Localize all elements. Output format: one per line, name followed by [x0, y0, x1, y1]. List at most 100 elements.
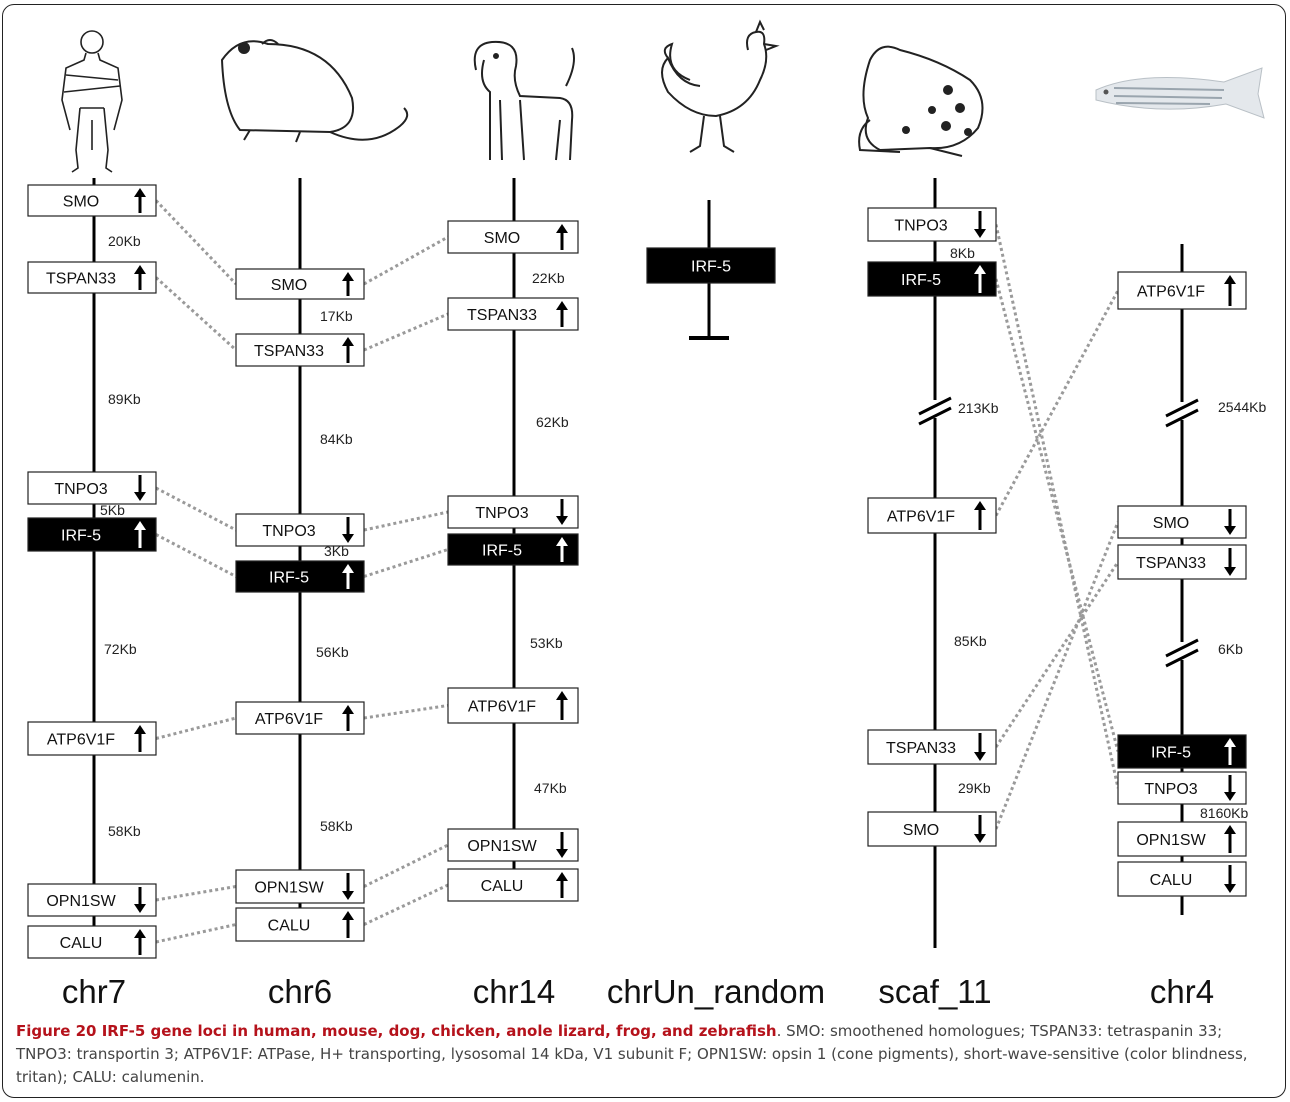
connector-tspan33	[994, 561, 1120, 748]
gene-label: TNPO3	[262, 523, 315, 540]
connector-atp6v1f	[994, 289, 1120, 517]
distance-label: 6Kb	[1218, 641, 1243, 657]
connector-irf-5	[155, 533, 237, 578]
gene-label: SMO	[63, 194, 99, 211]
connector-irf-5	[363, 548, 449, 578]
gene-irf-5-box: IRF-5	[646, 247, 776, 284]
gene-label: SMO	[484, 230, 520, 247]
gene-label: TSPAN33	[46, 271, 116, 288]
gene-irf-5-box: IRF-5	[27, 517, 157, 552]
gene-label: OPN1SW	[467, 838, 537, 855]
connector-opn1sw	[363, 843, 449, 888]
distance-label: 58Kb	[108, 823, 141, 839]
chromosome-label: scaf_11	[878, 973, 991, 1010]
gene-smo-box: SMO	[27, 184, 157, 217]
arrow-down-icon	[342, 873, 354, 900]
gene-label: SMO	[271, 277, 307, 294]
gene-label: IRF-5	[901, 272, 941, 289]
zebrafish-icon	[1095, 67, 1265, 119]
gene-irf-5-box: IRF-5	[235, 560, 365, 593]
gene-irf-5-box: IRF-5	[1117, 734, 1247, 769]
gene-label: OPN1SW	[254, 880, 324, 897]
chromosome-label: chrUn_random	[607, 973, 825, 1010]
frog-icon	[858, 45, 984, 157]
arrow-up-icon	[974, 501, 986, 530]
arrow-down-icon	[556, 499, 568, 525]
connector-smo	[154, 199, 238, 286]
gene-label: SMO	[903, 822, 939, 839]
gene-label: IRF-5	[691, 259, 731, 276]
gene-label: ATP6V1F	[255, 711, 323, 728]
gene-calu-box: CALU	[1117, 861, 1247, 897]
gene-atp6v1f-box: ATP6V1F	[27, 721, 157, 756]
distance-label: 213Kb	[958, 400, 999, 416]
arrow-up-icon	[1224, 738, 1236, 765]
gene-atp6v1f-box: ATP6V1F	[235, 701, 365, 735]
arrow-up-icon	[134, 188, 146, 213]
arrow-down-icon	[342, 517, 354, 543]
column-chrun-random: IRF-5 chrUn_random	[607, 200, 825, 1010]
gene-opn1sw-box: OPN1SW	[235, 869, 365, 904]
arrow-up-icon	[974, 265, 986, 293]
ortholog-connectors	[154, 199, 1120, 944]
arrow-down-icon	[1224, 509, 1236, 535]
gene-tnpo3-box: TNPO3	[447, 495, 579, 529]
gene-label: IRF-5	[61, 528, 101, 545]
gene-irf-5-box: IRF-5	[867, 261, 997, 297]
figure-caption: Figure 20 IRF-5 gene loci in human, mous…	[16, 1020, 1276, 1089]
column-chr14: SMOTSPAN33TNPO3IRF-5ATP6V1FOPN1SWCALU22K…	[447, 178, 579, 1010]
distance-label: 58Kb	[320, 818, 353, 834]
connector-irf-5	[994, 278, 1120, 752]
arrow-up-icon	[342, 272, 354, 296]
arrow-down-icon	[974, 815, 986, 843]
gene-label: ATP6V1F	[887, 509, 955, 526]
gene-label: SMO	[1153, 515, 1189, 532]
caption-title: Figure 20 IRF-5 gene loci in human, mous…	[16, 1022, 777, 1040]
gene-label: ATP6V1F	[468, 699, 536, 716]
gene-tnpo3-box: TNPO3	[1117, 771, 1247, 805]
gene-calu-box: CALU	[27, 925, 157, 959]
distance-label: 29Kb	[958, 780, 991, 796]
arrow-up-icon	[1224, 275, 1236, 306]
distance-label: 17Kb	[320, 308, 353, 324]
arrow-down-icon	[974, 211, 986, 238]
connector-atp6v1f	[155, 716, 237, 740]
gene-tspan33-box: TSPAN33	[235, 333, 365, 367]
gene-smo-box: SMO	[447, 220, 579, 254]
distance-label: 85Kb	[954, 633, 987, 649]
arrow-up-icon	[556, 301, 568, 327]
distance-label: 53Kb	[530, 635, 563, 651]
gene-smo-box: SMO	[867, 811, 997, 847]
mouse-icon	[220, 39, 409, 143]
gene-smo-box: SMO	[235, 268, 365, 300]
gene-label: IRF-5	[482, 543, 522, 560]
gene-label: TNPO3	[475, 505, 528, 522]
gene-label: TNPO3	[1144, 781, 1197, 798]
arrow-up-icon	[342, 337, 354, 363]
distance-label: 5Kb	[100, 502, 125, 518]
gene-calu-box: CALU	[235, 907, 365, 942]
connector-calu	[155, 923, 237, 944]
chromosome-label: chr6	[268, 973, 332, 1010]
gene-label: OPN1SW	[46, 893, 116, 910]
arrow-down-icon	[974, 733, 986, 761]
arrow-up-icon	[342, 564, 354, 589]
chicken-icon	[661, 19, 780, 153]
chromosome-label: chr7	[62, 973, 126, 1010]
arrow-up-icon	[556, 537, 568, 562]
connector-atp6v1f	[363, 704, 449, 720]
distance-label: 72Kb	[104, 641, 137, 657]
gene-tnpo3-box: TNPO3	[27, 471, 157, 505]
arrow-down-icon	[134, 887, 146, 913]
arrow-up-icon	[134, 725, 146, 752]
gene-atp6v1f-box: ATP6V1F	[1117, 271, 1247, 310]
distance-label: 47Kb	[534, 780, 567, 796]
arrow-down-icon	[134, 475, 146, 501]
gene-calu-box: CALU	[447, 868, 579, 902]
gene-label: TSPAN33	[254, 343, 324, 360]
caption-body: . SMO: smoothened homologues; TSPAN33: t…	[16, 1022, 1248, 1086]
column-chr4: ATP6V1FSMOTSPAN33IRF-5TNPO3OPN1SWCALU816…	[1117, 244, 1266, 1010]
connector-tspan33	[154, 276, 238, 352]
arrow-up-icon	[1224, 825, 1236, 853]
